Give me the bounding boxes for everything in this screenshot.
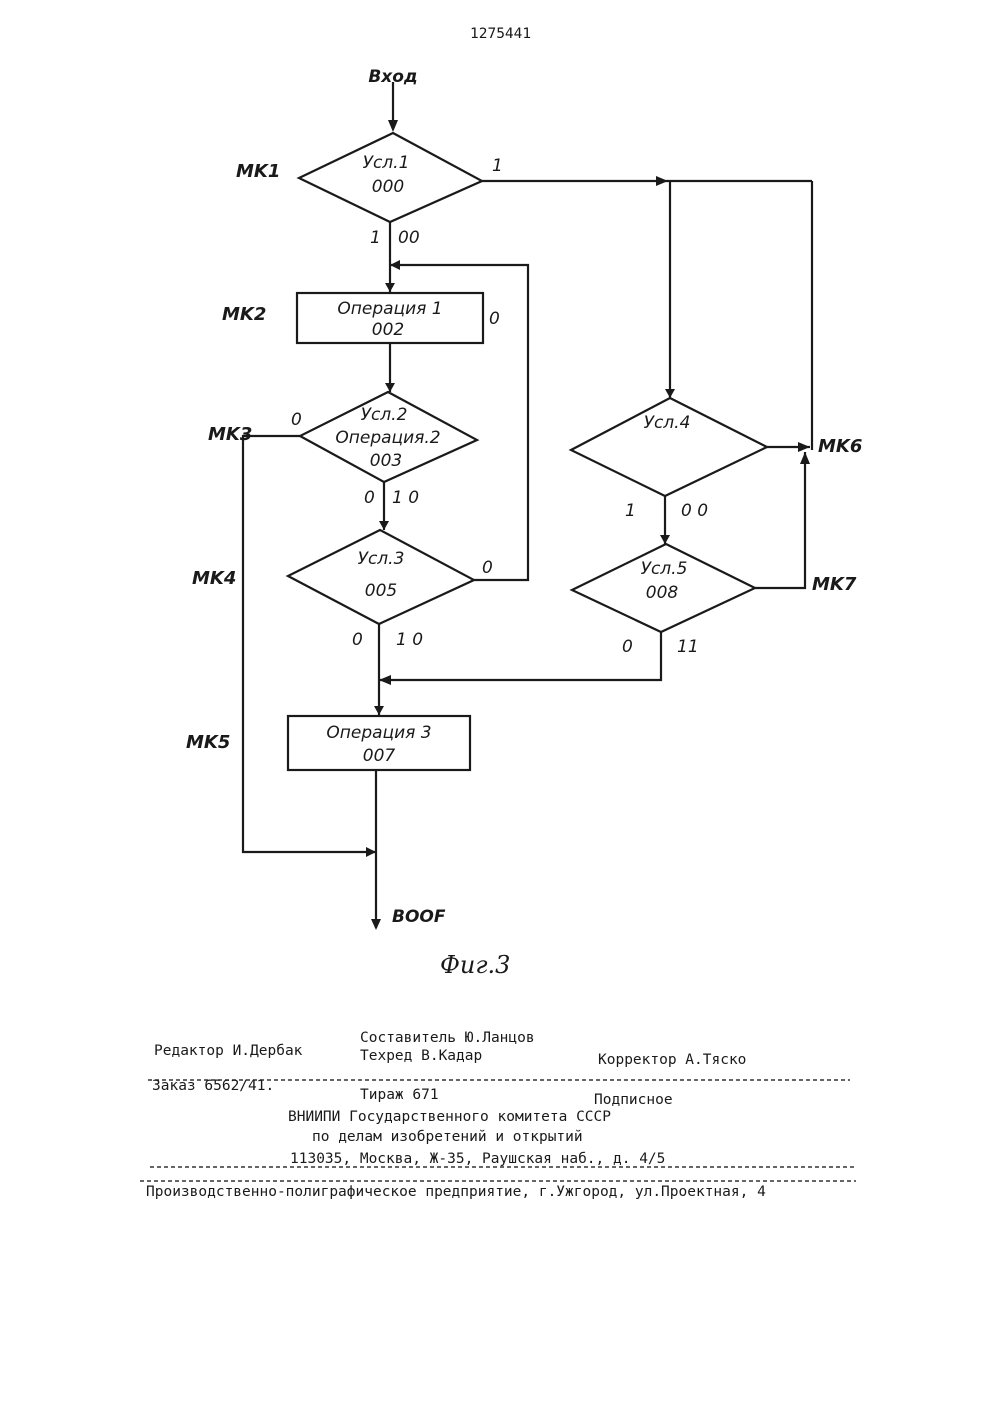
mk7-label: MK7 [812, 574, 857, 595]
mk4-label: MK4 [192, 568, 236, 589]
mk5-label: MK5 [186, 732, 230, 753]
edge-c2-bottom-a: 0 [364, 488, 375, 508]
cond3-code: 005 [365, 581, 397, 601]
cond2-code: 003 [370, 451, 402, 471]
op3-code: 007 [363, 746, 396, 766]
edge-c5-bottom-a: 0 [622, 637, 633, 657]
edge-op1-loop: 0 [489, 309, 500, 329]
edge-c3-right: 0 [482, 558, 493, 578]
cond4-title: Усл.4 [644, 413, 691, 433]
edge-c3-bottom-b: 1 0 [396, 630, 423, 650]
imprint-footer: Составитель Ю.Ланцов Редактор И.Дербак Т… [140, 1030, 856, 1200]
edge-c5-bottom-b: 11 [677, 637, 699, 657]
edge-c1-right: 1 [492, 156, 503, 176]
edge-c1-bottom-a: 1 [370, 228, 381, 248]
footer-printer: Производственно-полиграфическое предприя… [146, 1184, 766, 1200]
edge-c1-bottom-b: 00 [398, 228, 420, 248]
cond2-operation: Операция.2 [335, 428, 440, 448]
exit-label: BOOF [392, 907, 446, 927]
footer-editor: Редактор И.Дербак [154, 1043, 303, 1059]
op1-code: 002 [372, 320, 404, 340]
footer-techred: Техред В.Кадар [360, 1048, 482, 1064]
cond5-code: 008 [646, 583, 679, 603]
edge-c4-bottom-a: 1 [625, 501, 636, 521]
op3-title: Операция 3 [326, 723, 431, 743]
flowchart-connectors [243, 82, 812, 930]
mk2-label: MK2 [222, 304, 266, 325]
mk6-label: MK6 [818, 436, 862, 457]
figure-caption: Фиг.3 [440, 951, 510, 979]
cond3-title: Усл.3 [358, 549, 405, 569]
footer-subscription: Подписное [594, 1092, 673, 1108]
footer-compiler: Составитель Ю.Ланцов [360, 1030, 535, 1046]
op1-title: Операция 1 [337, 299, 442, 319]
cond5-title: Усл.5 [641, 559, 688, 579]
mk1-label: MK1 [236, 161, 280, 182]
cond2-title: Усл.2 [361, 405, 408, 425]
footer-org-line2: по делам изобретений и открытий [312, 1129, 583, 1145]
footer-corrector: Корректор А.Тяско [598, 1052, 746, 1068]
edge-c3-bottom-a: 0 [352, 630, 363, 650]
footer-org-line1: ВНИИПИ Государственного комитета СССР [288, 1109, 611, 1125]
cond3-diamond [288, 530, 474, 624]
cond1-title: Усл.1 [363, 153, 410, 173]
edge-c2-bottom-b: 1 0 [392, 488, 419, 508]
edge-c2-left: 0 [291, 410, 302, 430]
footer-org-address: 113035, Москва, Ж-35, Раушская наб., д. … [290, 1151, 665, 1167]
page-number: 1275441 [470, 26, 531, 42]
footer-order: Заказ 6562/41. [152, 1078, 274, 1094]
edge-c4-bottom-b: 0 0 [681, 501, 708, 521]
cond1-code: 000 [372, 177, 404, 197]
mk3-label: MK3 [208, 424, 252, 445]
footer-circulation: Тираж 671 [360, 1087, 439, 1103]
entry-label: Вход [368, 67, 417, 87]
